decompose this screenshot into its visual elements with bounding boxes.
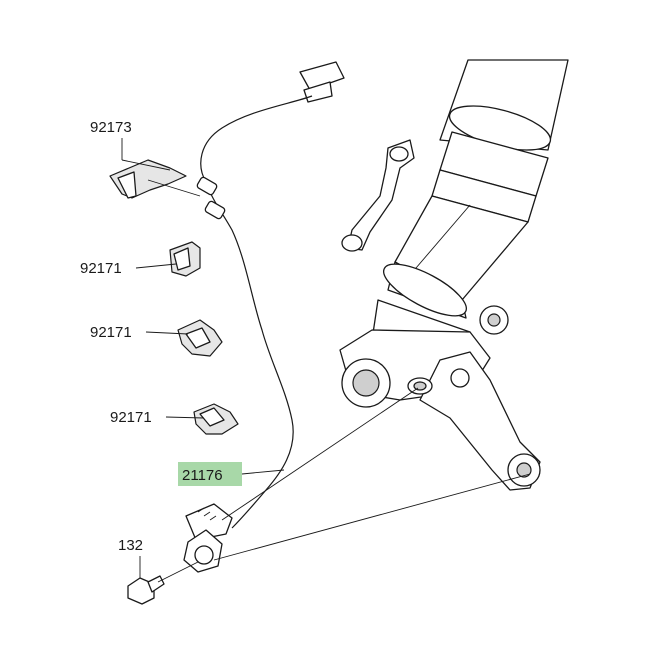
part-label-92171-c: 92171 [110, 409, 152, 426]
part-label-92171-b: 92171 [90, 324, 132, 341]
part-label-92173: 92173 [90, 119, 132, 136]
sensor-wire [183, 61, 531, 573]
highlight-21176 [178, 462, 242, 486]
fork-assembly [339, 59, 569, 491]
clamp-92171-b [177, 319, 223, 357]
clamp-92173 [109, 159, 201, 199]
part-label-92171-a: 92171 [80, 260, 122, 277]
clamp-92171-a [169, 241, 201, 277]
part-label-132: 132 [118, 537, 143, 554]
part-labels: 92173 92171 92171 92171 21176 132 [80, 119, 285, 578]
clamp-92171-c [193, 403, 239, 435]
part-label-21176: 21176 [182, 467, 223, 484]
bolt-132 [127, 561, 199, 605]
